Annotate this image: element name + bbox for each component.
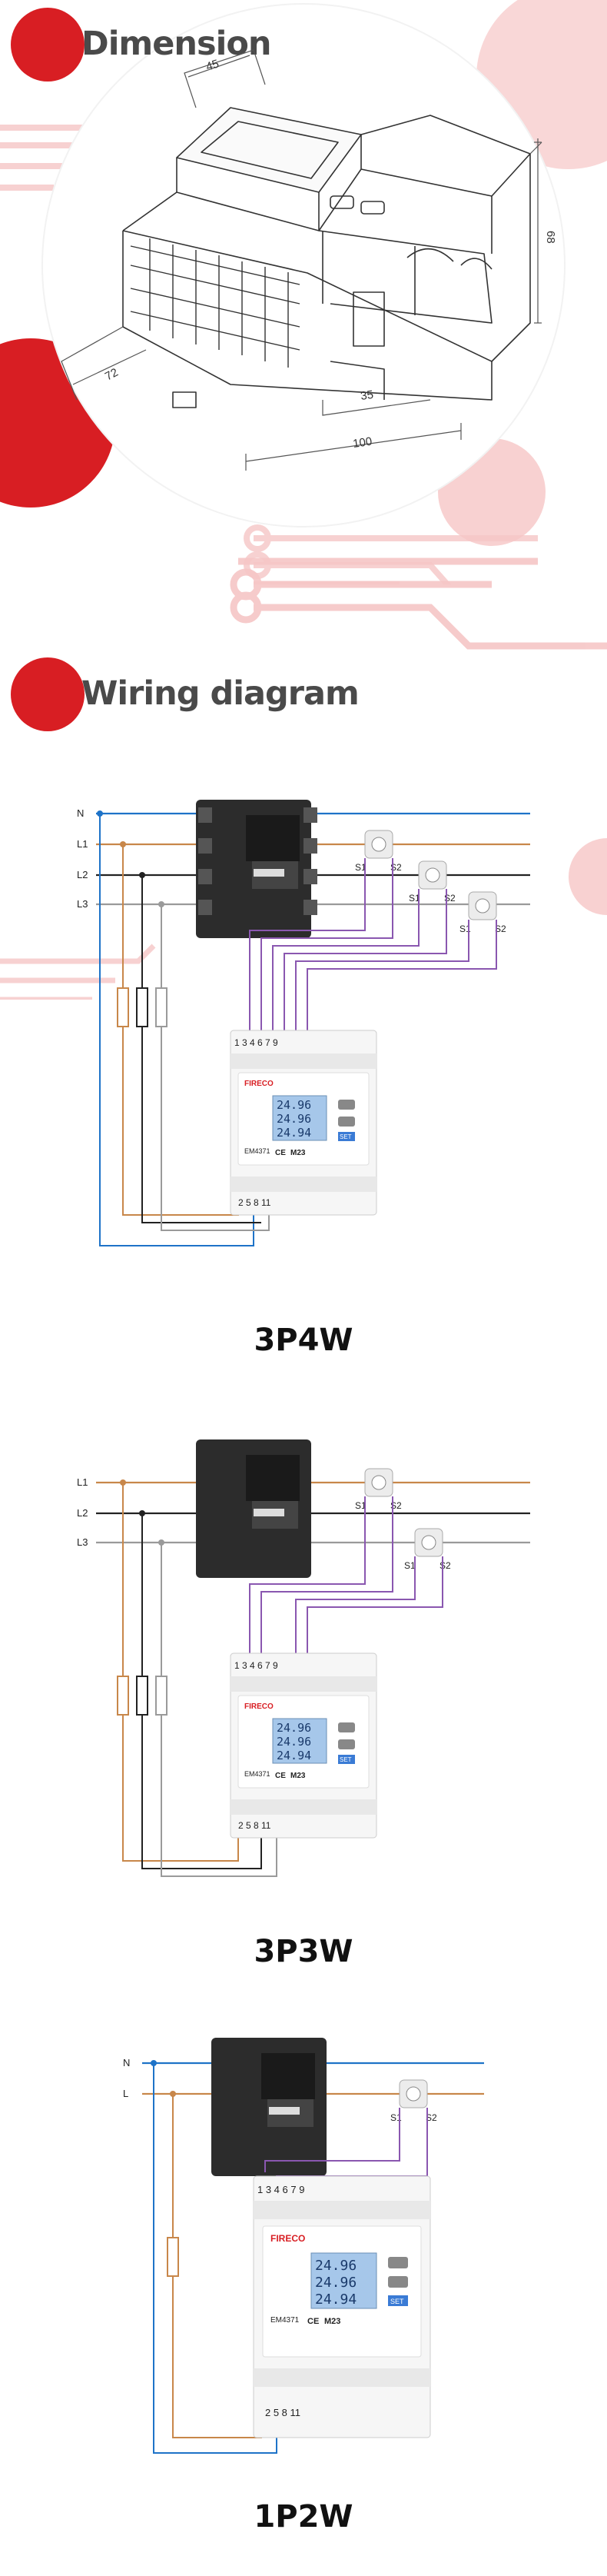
reading-1: 24.96 bbox=[277, 1721, 311, 1735]
top-terminals: 1 3 4 6 7 9 bbox=[257, 2184, 304, 2195]
set-label: SET bbox=[340, 1756, 352, 1763]
breaker bbox=[196, 800, 317, 938]
ct-sensors bbox=[399, 2079, 428, 2108]
dimension-title: Dimension bbox=[81, 25, 272, 63]
breaker bbox=[211, 2038, 327, 2176]
bottom-terminals: 2 5 8 11 bbox=[265, 2407, 300, 2418]
reading-2: 24.96 bbox=[277, 1735, 311, 1749]
reading-2: 24.96 bbox=[315, 2275, 357, 2291]
meter-brand: FIRECO bbox=[270, 2233, 305, 2244]
line-label-n: N bbox=[77, 807, 84, 819]
diagram-label-3p3w: 3P3W bbox=[254, 1934, 353, 1969]
dim-label-68: 68 bbox=[544, 231, 557, 244]
meter-model: EM4371 bbox=[244, 1147, 270, 1155]
ct-s2: S2 bbox=[439, 1560, 451, 1571]
line-label-l2: L2 bbox=[77, 1507, 88, 1519]
reading-1: 24.96 bbox=[315, 2258, 357, 2274]
top-terminals: 1 3 4 6 7 9 bbox=[234, 1660, 278, 1671]
line-label-l: L bbox=[123, 2088, 128, 2099]
ct-sensors bbox=[364, 830, 497, 920]
m23-mark: M23 bbox=[324, 2317, 340, 2326]
ct-s1: S1 bbox=[409, 893, 420, 904]
meter-model: EM4371 bbox=[270, 2316, 300, 2325]
diagram-3p3w: L1 L2 L3 S1 S2 S1 S2 bbox=[77, 1439, 530, 1877]
header-dot bbox=[11, 657, 85, 731]
reading-3: 24.94 bbox=[315, 2291, 357, 2308]
dim-label-100: 100 bbox=[352, 435, 373, 451]
line-label-l3: L3 bbox=[77, 898, 88, 910]
m23-mark: M23 bbox=[290, 1772, 306, 1780]
ce-mark: CE bbox=[275, 1772, 286, 1780]
reading-3: 24.94 bbox=[277, 1749, 311, 1762]
energy-meter: 1 3 4 6 7 9 FIRECO 24.96 24.96 24.94 SET… bbox=[230, 1030, 377, 1216]
meter-model: EM4371 bbox=[244, 1770, 270, 1778]
ct-s1: S1 bbox=[404, 1560, 416, 1571]
bottom-terminals: 2 5 8 11 bbox=[238, 1820, 271, 1831]
diagram-3p4w: N L1 L2 L3 S1 S2 S1 S2 S1 S2 bbox=[77, 800, 530, 1246]
ct-s1: S1 bbox=[355, 862, 367, 873]
header-dot bbox=[11, 8, 85, 82]
energy-meter: 1 3 4 6 7 9 FIRECO 24.96 24.96 24.94 SET… bbox=[230, 1652, 377, 1839]
reading-3: 24.94 bbox=[277, 1126, 311, 1140]
reading-2: 24.96 bbox=[277, 1112, 311, 1126]
set-label: SET bbox=[390, 2298, 404, 2305]
meter-brand: FIRECO bbox=[244, 1702, 274, 1711]
ct-sensors bbox=[364, 1468, 443, 1557]
top-terminals: 1 3 4 6 7 9 bbox=[234, 1037, 278, 1048]
dimension-drawing: 45 68 72 35 100 bbox=[61, 49, 557, 471]
dim-label-45: 45 bbox=[204, 57, 221, 73]
line-label-l1: L1 bbox=[77, 1476, 88, 1488]
bottom-terminals: 2 5 8 11 bbox=[238, 1197, 271, 1208]
line-label-n: N bbox=[123, 2057, 130, 2068]
set-label: SET bbox=[340, 1133, 352, 1140]
diagram-label-1p2w: 1P2W bbox=[254, 2499, 353, 2534]
meter-brand: FIRECO bbox=[244, 1080, 274, 1088]
line-label-l3: L3 bbox=[77, 1536, 88, 1548]
ce-mark: CE bbox=[307, 2317, 319, 2326]
ce-mark: CE bbox=[275, 1149, 286, 1157]
diagram-1p2w: N L S1 S2 1 3 4 6 7 9 FIRECO 24.96 24.96 bbox=[123, 2038, 484, 2454]
energy-meter: 1 3 4 6 7 9 FIRECO 24.96 24.96 24.94 SET… bbox=[253, 2175, 431, 2438]
m23-mark: M23 bbox=[290, 1149, 306, 1157]
breaker bbox=[196, 1439, 311, 1578]
wiring-title: Wiring diagram bbox=[81, 674, 360, 713]
line-label-l2: L2 bbox=[77, 869, 88, 880]
line-label-l1: L1 bbox=[77, 838, 88, 850]
dim-label-35: 35 bbox=[360, 388, 374, 403]
diagram-label-3p4w: 3P4W bbox=[254, 1323, 353, 1358]
ct-s2: S2 bbox=[495, 924, 506, 934]
reading-1: 24.96 bbox=[277, 1098, 311, 1112]
ct-s2: S2 bbox=[426, 2112, 437, 2123]
ct-s1: S1 bbox=[355, 1500, 367, 1511]
dim-label-72: 72 bbox=[103, 366, 121, 384]
wiring-background bbox=[0, 557, 607, 1000]
